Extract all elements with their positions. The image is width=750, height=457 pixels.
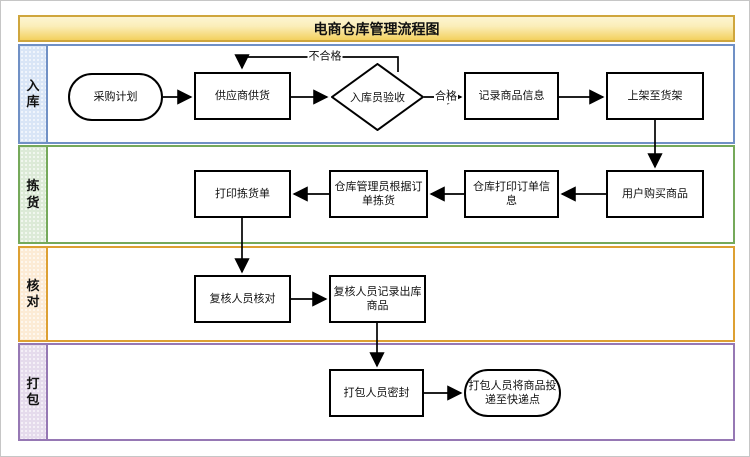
node-pick-by-order: 仓库管理员根据订单拣货	[329, 170, 428, 218]
node-inspector-acceptance-label: 入库员验收	[350, 92, 405, 104]
edge-label-fail: 不合格	[307, 50, 343, 64]
lane-inbound-header: 入库	[20, 46, 48, 142]
node-record-outbound: 复核人员记录出库商品	[329, 275, 426, 323]
node-warehouse-print-order: 仓库打印订单信息	[464, 170, 559, 218]
node-print-picking-list: 打印拣货单	[194, 170, 291, 218]
diagram-title-bar: 电商仓库管理流程图	[18, 15, 735, 42]
lane-inbound-label: 入库	[26, 77, 40, 109]
lane-picking-label: 拣货	[26, 178, 40, 210]
lane-checking-label: 核对	[26, 277, 40, 309]
node-reviewer-check: 复核人员核对	[194, 275, 291, 323]
lane-packing-header: 打包	[20, 345, 48, 439]
node-deliver-to-courier: 打包人员将商品投递至快递点	[464, 369, 561, 417]
node-user-purchase: 用户购买商品	[606, 170, 704, 218]
node-supplier-supply: 供应商供货	[194, 72, 291, 120]
diagram-title: 电商仓库管理流程图	[313, 20, 440, 37]
node-inspector-acceptance: 入库员验收	[331, 63, 424, 131]
lane-picking-header: 拣货	[20, 147, 48, 242]
decision-diamond-shape	[331, 63, 424, 131]
node-purchase-plan: 采购计划	[68, 73, 163, 121]
lane-packing-label: 打包	[26, 375, 40, 407]
node-packer-seal: 打包人员密封	[329, 369, 424, 417]
edge-label-pass: 合格	[434, 90, 458, 104]
node-put-on-shelf: 上架至货架	[606, 72, 704, 120]
node-record-product-info: 记录商品信息	[464, 72, 559, 120]
lane-checking-header: 核对	[20, 248, 48, 340]
